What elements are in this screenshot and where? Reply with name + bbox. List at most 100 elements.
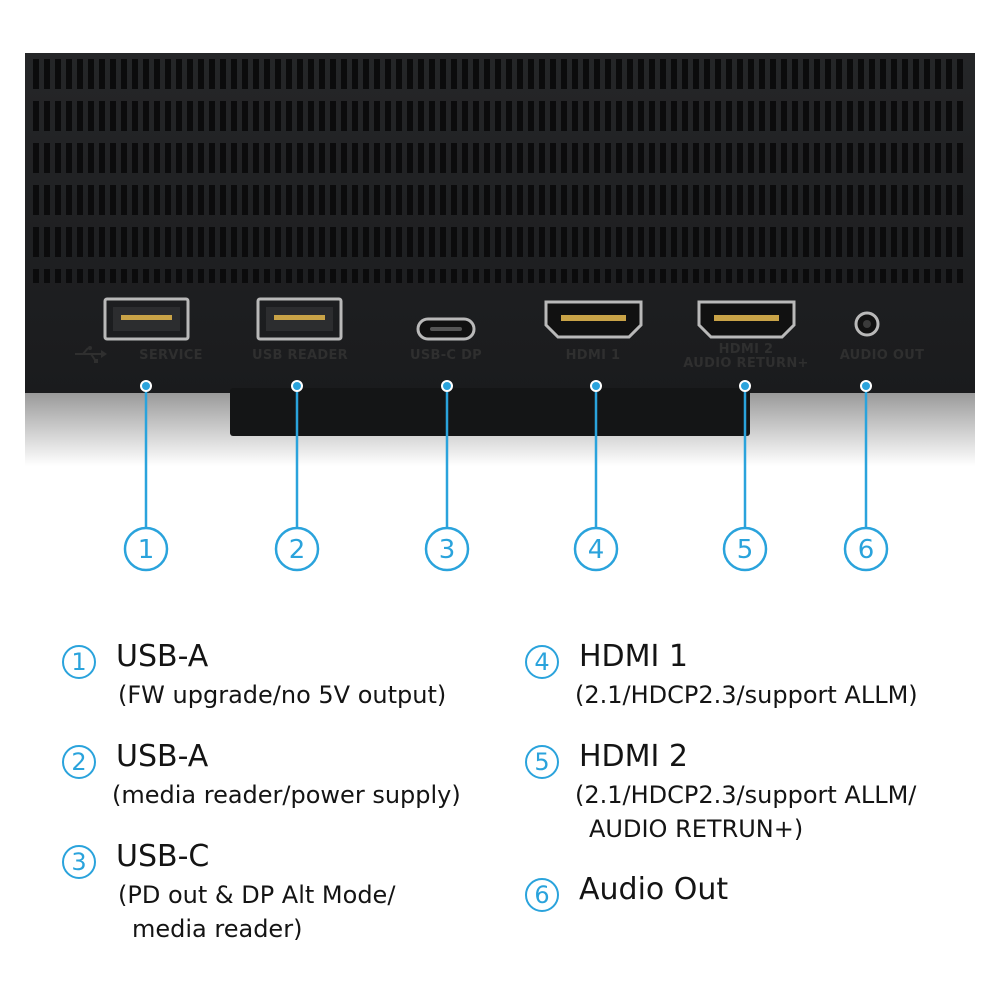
vent-slot bbox=[275, 143, 281, 173]
vent-slot bbox=[836, 227, 842, 257]
vent-slot bbox=[286, 143, 292, 173]
vent-slot bbox=[726, 227, 732, 257]
vent-slot bbox=[407, 185, 413, 215]
vent-slot bbox=[847, 143, 853, 173]
vent-slot bbox=[858, 59, 864, 89]
vent-slot bbox=[495, 227, 501, 257]
vent-slot bbox=[748, 185, 754, 215]
vent-slot bbox=[847, 269, 853, 283]
vent-slot bbox=[44, 185, 50, 215]
vent-slot bbox=[759, 59, 765, 89]
vent-slot bbox=[429, 269, 435, 283]
vent-slot bbox=[55, 101, 61, 131]
vent-slot bbox=[341, 185, 347, 215]
vent-slot bbox=[308, 227, 314, 257]
vent-slot bbox=[561, 59, 567, 89]
legend-number-6: 6 bbox=[525, 878, 559, 912]
vent-slot bbox=[143, 143, 149, 173]
vent-slot bbox=[572, 59, 578, 89]
vent-slot bbox=[484, 269, 490, 283]
vent-slot bbox=[88, 101, 94, 131]
vent-slot bbox=[880, 227, 886, 257]
vent-slot bbox=[418, 143, 424, 173]
vent-slot bbox=[583, 227, 589, 257]
vent-slot bbox=[792, 269, 798, 283]
vent-slot bbox=[517, 59, 523, 89]
vent-slot bbox=[253, 227, 259, 257]
vent-slot bbox=[605, 101, 611, 131]
usb-symbol-icon bbox=[75, 346, 107, 363]
vent-slot bbox=[814, 227, 820, 257]
vent-slot bbox=[737, 269, 743, 283]
vent-slot bbox=[242, 101, 248, 131]
vent-slot bbox=[726, 101, 732, 131]
vent-slot bbox=[66, 185, 72, 215]
vent-slot bbox=[946, 269, 952, 283]
callout-number-5: 5 bbox=[737, 535, 754, 565]
vent-slot bbox=[550, 59, 556, 89]
port-usb-a-service[interactable] bbox=[103, 297, 190, 341]
vent-slot bbox=[902, 101, 908, 131]
vent-slot bbox=[374, 59, 380, 89]
vent-slot bbox=[836, 59, 842, 89]
vent-slot bbox=[121, 59, 127, 89]
vent-slot bbox=[187, 227, 193, 257]
vent-slot bbox=[616, 185, 622, 215]
port-usb-c[interactable] bbox=[416, 317, 476, 341]
vent-slot bbox=[440, 101, 446, 131]
vent-slot bbox=[198, 101, 204, 131]
vent-slot bbox=[363, 59, 369, 89]
vent-slot bbox=[99, 227, 105, 257]
vent-slot bbox=[682, 227, 688, 257]
vent-slot bbox=[253, 185, 259, 215]
vent-slot bbox=[660, 269, 666, 283]
port-hdmi-1[interactable] bbox=[544, 300, 643, 339]
vent-slot bbox=[429, 101, 435, 131]
vent-slot bbox=[517, 227, 523, 257]
vent-slot bbox=[341, 227, 347, 257]
vent-slot bbox=[374, 143, 380, 173]
vent-slot bbox=[649, 227, 655, 257]
vent-slot bbox=[957, 227, 963, 257]
vent-slot bbox=[220, 269, 226, 283]
vent-slot bbox=[418, 227, 424, 257]
vent-slot bbox=[88, 269, 94, 283]
vent-slot bbox=[407, 59, 413, 89]
vent-slot bbox=[594, 185, 600, 215]
vent-slot bbox=[121, 143, 127, 173]
port-hdmi-2[interactable] bbox=[697, 300, 796, 339]
legend-title-1: USB-A bbox=[116, 639, 209, 674]
vent-slot bbox=[935, 101, 941, 131]
port-audio-out[interactable] bbox=[854, 311, 880, 337]
vent-slot bbox=[770, 143, 776, 173]
vent-slot bbox=[737, 227, 743, 257]
vent-slot bbox=[418, 59, 424, 89]
vent-slot bbox=[132, 185, 138, 215]
vent-slot bbox=[891, 143, 897, 173]
vent-slot bbox=[825, 269, 831, 283]
vent-slot bbox=[264, 185, 270, 215]
vent-slot bbox=[176, 59, 182, 89]
vent-slot bbox=[253, 101, 259, 131]
legend-title-6: Audio Out bbox=[579, 872, 729, 907]
vent-slot bbox=[297, 185, 303, 215]
vent-slot bbox=[847, 185, 853, 215]
vent-slot bbox=[209, 101, 215, 131]
vent-slot bbox=[374, 227, 380, 257]
vent-slot bbox=[550, 143, 556, 173]
vent-slot bbox=[869, 269, 875, 283]
vent-slot bbox=[847, 227, 853, 257]
vent-slot bbox=[605, 269, 611, 283]
vent-slot bbox=[550, 269, 556, 283]
vent-slot bbox=[495, 185, 501, 215]
legend-desc-3b: media reader) bbox=[132, 915, 303, 943]
vent-slot bbox=[847, 59, 853, 89]
vent-slot bbox=[66, 59, 72, 89]
vent-slot bbox=[363, 143, 369, 173]
vent-slot bbox=[946, 185, 952, 215]
vent-slot bbox=[396, 227, 402, 257]
port-usb-a-reader[interactable] bbox=[256, 297, 343, 341]
vent-slot bbox=[484, 227, 490, 257]
vent-slot bbox=[517, 143, 523, 173]
vent-slot bbox=[616, 269, 622, 283]
